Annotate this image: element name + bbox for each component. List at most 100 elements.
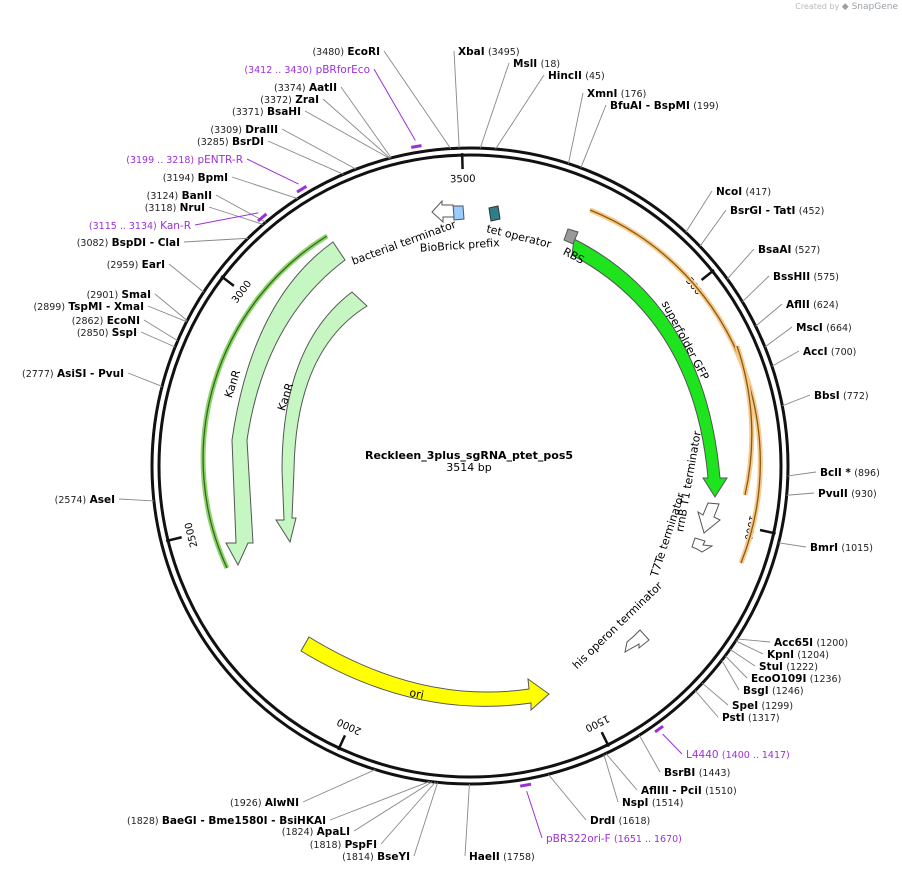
site-eari: (2959) EarI xyxy=(107,259,165,271)
site-pvuii-leader xyxy=(786,492,815,496)
site-nrui-name: NruI xyxy=(180,202,205,214)
site-pvuii-position: (930) xyxy=(851,489,877,500)
site-bsaai: BsaAI (527) xyxy=(758,244,820,256)
tick-label-2500: 2500 xyxy=(183,521,200,548)
site-bpmi-name: BpmI xyxy=(198,172,228,184)
site-psti-name: PstI xyxy=(722,712,745,724)
site-msli: MslI (18) xyxy=(513,58,560,70)
site-zrai-name: ZraI xyxy=(295,94,319,106)
site-hincii-name: HincII xyxy=(548,70,582,82)
site-ecori-leader xyxy=(383,50,452,149)
site-sspi-position: (2850) xyxy=(77,328,109,339)
site-bsaai-leader xyxy=(726,248,755,280)
site-acci-position: (700) xyxy=(831,347,857,358)
site-smai-name: SmaI xyxy=(122,289,152,301)
site-bsgi: BsgI (1246) xyxy=(743,685,804,697)
site-stui-leader xyxy=(729,648,756,667)
site-xmni-position: (176) xyxy=(621,89,647,100)
site-banii: (3124) BanII xyxy=(147,190,212,202)
site-bsahi-leader xyxy=(304,110,390,159)
site-spei-leader xyxy=(701,682,729,706)
site-zrai-leader xyxy=(322,98,391,159)
site-alwni-position: (1926) xyxy=(230,798,262,809)
site-aatii-leader xyxy=(340,86,392,159)
site-bpmi-position: (3194) xyxy=(163,173,195,184)
site-acc65i: Acc65I (1200) xyxy=(774,637,848,649)
site-bsshii-name: BssHII xyxy=(773,271,810,283)
site-xbai-position: (3495) xyxy=(488,47,520,58)
primer-l4440-mark xyxy=(654,724,664,734)
site-bsgi-leader xyxy=(721,660,740,691)
site-ecoo109i-leader xyxy=(724,655,748,679)
site-asei-position: (2574) xyxy=(55,495,87,506)
site-aflii: AflII (624) xyxy=(786,299,839,311)
snapgene-logo: ◆ SnapGene xyxy=(841,2,898,12)
site-bspdi-clai-name: BspDI - ClaI xyxy=(112,237,180,249)
site-nspi-leader xyxy=(603,754,619,803)
ori-arrow xyxy=(300,636,550,712)
site-ncoi-name: NcoI xyxy=(716,186,742,198)
tick-500 xyxy=(700,268,715,281)
site-aatii: (3374) AatII xyxy=(274,82,337,94)
backbone-outer-ring xyxy=(150,146,790,786)
site-bsgi-name: BsgI xyxy=(743,685,769,697)
site-msli-position: (18) xyxy=(541,59,561,70)
site-spei-position: (1299) xyxy=(761,701,793,712)
site-baegi-bme1580i-bsihkai-leader xyxy=(329,781,430,821)
site-draiii-leader xyxy=(281,128,357,170)
site-psti-position: (1317) xyxy=(748,713,780,724)
tick-label-3500: 3500 xyxy=(450,174,476,186)
site-xbai-name: XbaI xyxy=(458,46,485,58)
site-spei-name: SpeI xyxy=(732,700,758,712)
site-bfuai-bspmi: BfuAI - BspMI (199) xyxy=(610,100,719,112)
site-nrui: (3118) NruI xyxy=(145,202,205,214)
plasmid-length: 3514 bp xyxy=(446,461,491,474)
site-draiii-position: (3309) xyxy=(210,125,242,136)
site-msli-name: MslI xyxy=(513,58,537,70)
site-eari-name: EarI xyxy=(142,259,165,271)
site-bsgi-position: (1246) xyxy=(772,686,804,697)
site-ncoi-position: (417) xyxy=(745,187,771,198)
site-afliii-pcii: AflIII - PciI (1510) xyxy=(641,785,737,797)
site-sspi-name: SspI xyxy=(112,327,137,339)
site-bbsi-position: (772) xyxy=(843,391,869,402)
rbs-box xyxy=(563,228,579,245)
site-nspi-position: (1514) xyxy=(652,798,684,809)
site-tspmi-xmai-name: TspMI - XmaI xyxy=(68,301,144,313)
site-asei-leader xyxy=(118,498,154,502)
site-ecoo109i: EcoO109I (1236) xyxy=(751,673,841,685)
tick-3000 xyxy=(220,275,235,287)
site-bmri-name: BmrI xyxy=(810,542,838,554)
primer-kan-r-mark xyxy=(257,212,268,223)
site-bsahi-position: (3371) xyxy=(232,107,264,118)
site-pvuii-name: PvuII xyxy=(818,488,848,500)
site-bsaai-position: (527) xyxy=(795,245,821,256)
site-hincii: HincII (45) xyxy=(548,70,605,82)
site-acc65i-leader xyxy=(736,638,771,643)
site-asei: (2574) AseI xyxy=(55,494,115,506)
site-apali-name: ApaLI xyxy=(317,826,350,838)
primer-kan-r-name: Kan-R xyxy=(160,220,191,232)
site-psti-leader xyxy=(694,690,719,718)
site-bcli-leader xyxy=(787,471,817,477)
site-bsrgi-tati-name: BsrGI - TatI xyxy=(730,205,795,217)
site-ncoi: NcoI (417) xyxy=(716,186,771,198)
primer-pbrforeco-leader xyxy=(373,68,416,141)
site-bsrgi-tati-position: (452) xyxy=(799,206,825,217)
site-msci-leader xyxy=(764,326,793,348)
site-drdi: DrdI (1618) xyxy=(590,815,650,827)
tick-label-1500: 1500 xyxy=(583,712,611,733)
site-bsrgi-tati: BsrGI - TatI (452) xyxy=(730,205,824,217)
biobrick-prefix-label: BioBrick prefix xyxy=(419,236,500,255)
primer-pbrforeco-mark xyxy=(410,144,422,149)
site-ecori-name: EcoRI xyxy=(347,46,380,58)
site-bspdi-clai: (3082) BspDI - ClaI xyxy=(77,237,180,249)
site-bsrdi-position: (3285) xyxy=(197,137,229,148)
primer-l4440-leader xyxy=(662,733,683,755)
site-banii-leader xyxy=(215,194,267,223)
his-operon-terminator-arrow xyxy=(624,629,650,653)
site-aflii-leader xyxy=(755,303,783,327)
site-acc65i-position: (1200) xyxy=(816,638,848,649)
site-spei: SpeI (1299) xyxy=(732,700,793,712)
